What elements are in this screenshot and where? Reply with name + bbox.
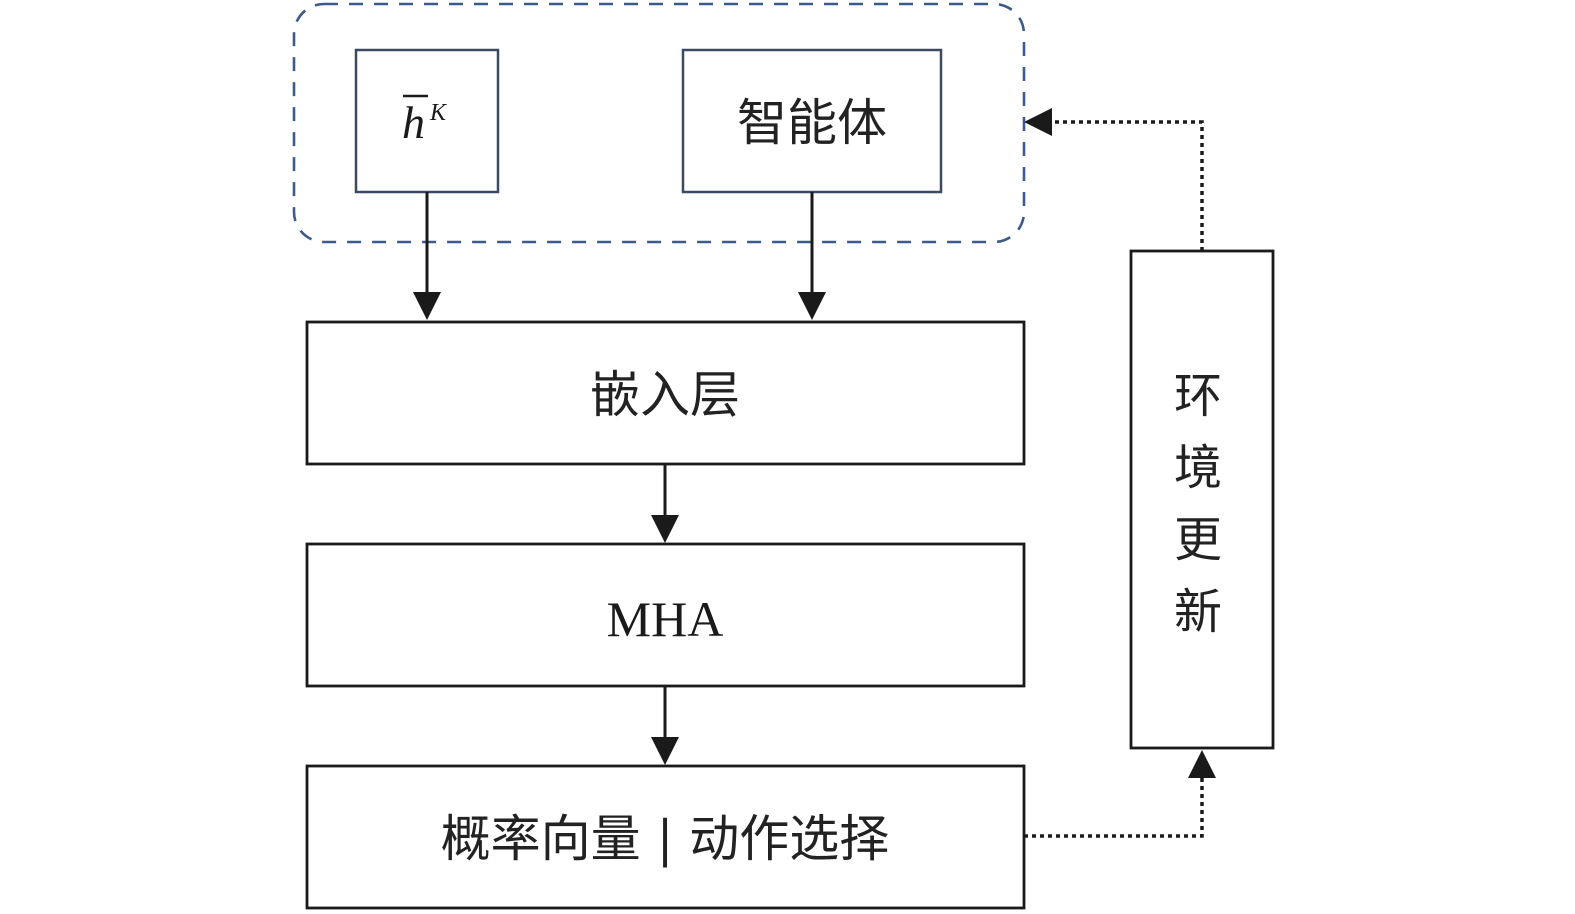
h-bar-superscript: K <box>429 100 448 126</box>
arrowhead-icon <box>413 292 441 320</box>
output-node[interactable]: 概率向量 | 动作选择 <box>305 764 1026 910</box>
mha-label: MHA <box>607 591 724 647</box>
arrowhead-icon <box>1024 108 1052 136</box>
env-update-node[interactable]: 环 境 更 新 <box>1129 249 1275 750</box>
embedding-node[interactable]: 嵌入层 <box>305 320 1026 466</box>
arrowhead-icon <box>651 737 679 765</box>
input-group-border <box>292 2 1026 244</box>
env-label-char: 境 <box>1174 440 1222 496</box>
arrowhead-icon <box>1188 750 1216 778</box>
edge-env-to-group <box>1052 120 1204 251</box>
h-bar-symbol: h <box>402 97 425 148</box>
env-label-char: 新 <box>1174 584 1222 640</box>
env-label-char: 更 <box>1174 512 1222 568</box>
mha-node[interactable]: MHA <box>305 542 1026 688</box>
env-label-char: 环 <box>1174 368 1222 424</box>
agent-node[interactable]: 智能体 <box>681 48 943 194</box>
arrowhead-icon <box>651 515 679 543</box>
agent-label: 智能体 <box>737 94 887 152</box>
h-bar-node[interactable]: h K <box>354 48 500 194</box>
arrowhead-icon <box>798 292 826 320</box>
output-label: 概率向量 | 动作选择 <box>441 810 890 868</box>
embedding-label: 嵌入层 <box>590 366 740 424</box>
edge-output-to-env <box>1024 778 1204 838</box>
